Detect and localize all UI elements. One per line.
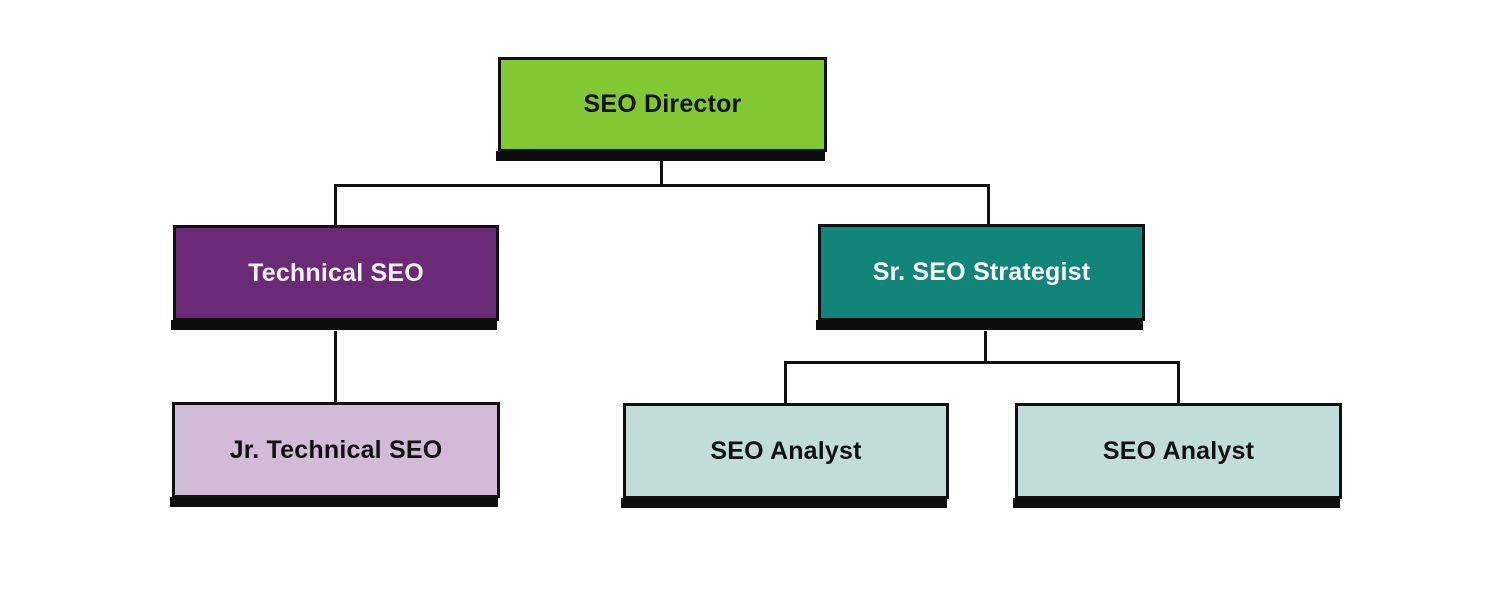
node-label: SEO Analyst	[1102, 436, 1255, 465]
connector-director-drop	[660, 160, 663, 186]
org-node-sr-seo-strategist: Sr. SEO Strategist	[816, 224, 1145, 330]
connector-analyst2-drop	[1177, 361, 1180, 403]
org-node-jr-technical-seo: Jr. Technical SEO	[170, 402, 500, 507]
node-label: Sr. SEO Strategist	[872, 258, 1091, 286]
connector-analyst1-drop	[784, 361, 787, 403]
org-node-seo-analyst-2: SEO Analyst	[1013, 403, 1342, 508]
org-node-seo-director: SEO Director	[496, 57, 827, 161]
connector-bottom-rail	[784, 361, 1180, 364]
org-node-technical-seo: Technical SEO	[171, 225, 499, 330]
connector-strategist-down	[984, 331, 987, 363]
node-label: Jr. Technical SEO	[229, 435, 443, 464]
node-label: Technical SEO	[248, 258, 424, 287]
connector-technical-to-jr	[334, 331, 337, 403]
connector-top-rail	[334, 184, 990, 187]
org-node-seo-analyst-1: SEO Analyst	[621, 403, 949, 508]
node-label: SEO Analyst	[710, 436, 862, 465]
connector-strategist-drop	[987, 184, 990, 224]
connector-technical-drop	[334, 184, 337, 225]
node-label: SEO Director	[583, 90, 742, 118]
